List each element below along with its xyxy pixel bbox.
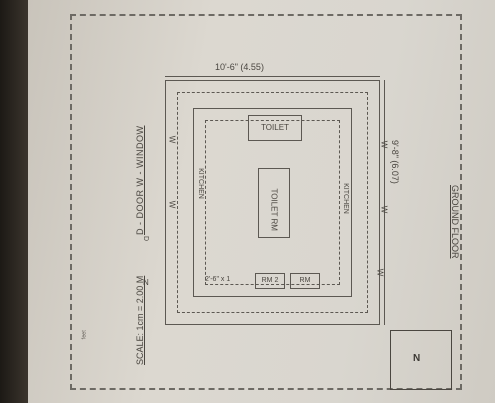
dimension-top: 10'-6" (4.55) (215, 62, 264, 72)
window-marker-right-1: W (379, 140, 389, 149)
north-indicator-box: N (390, 330, 452, 390)
handwritten-note: ᶠᵉᵉᵗ (80, 329, 90, 340)
door-marker: D (142, 235, 150, 242)
paper-sheet (28, 0, 495, 403)
room-box-1: RM 2 (255, 273, 285, 289)
inner-wall (193, 108, 352, 297)
window-marker-left-1: W (167, 135, 177, 144)
outer-wall (165, 80, 380, 325)
legend-text: D - DOOR W - WINDOW (135, 125, 145, 235)
room-box-2: RM (290, 273, 320, 289)
bottom-dimension-text: 2'-6" x 1 (205, 276, 231, 283)
drawing-border (70, 14, 462, 390)
outer-wall-inner-line (177, 92, 368, 313)
floor-plan-walls (165, 80, 380, 325)
plan-title: GROUND FLOOR (450, 185, 460, 259)
dimension-line-top (165, 76, 380, 77)
window-marker-right-3: W (375, 268, 385, 277)
inner-wall-inner-line (205, 120, 340, 285)
scale-text: SCALE: 1cm = 2.00 M (135, 275, 145, 365)
dimension-line-right (384, 80, 385, 325)
dimension-right: 9'-8" (6.07) (390, 140, 400, 184)
room-label-left: KITCHEN (196, 168, 204, 199)
window-marker-left-2: W (167, 200, 177, 209)
room-label-right: KITCHEN (341, 183, 349, 214)
room-label-top: TOILET (248, 115, 302, 141)
room-box-center: TOILET RM (258, 168, 290, 238)
window-marker-right-2: W (379, 205, 389, 214)
door-marker-n: N (143, 278, 149, 287)
north-label: N (413, 353, 421, 364)
room-label-center: TOILET RM (269, 188, 279, 231)
